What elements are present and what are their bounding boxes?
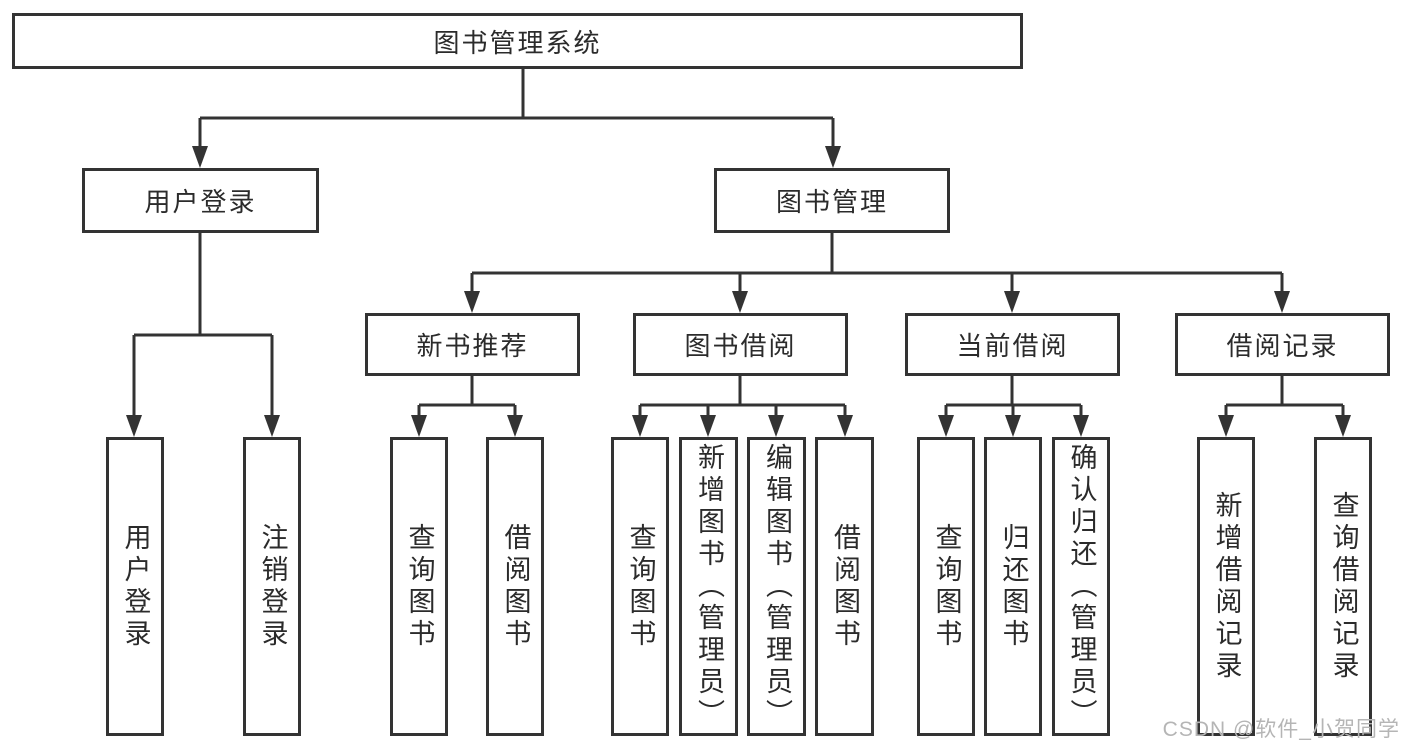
leaf-user-login-label: 用户登录 <box>120 522 151 651</box>
arrow-icon <box>732 291 748 313</box>
leaf-borrow-book-recommend-label: 借阅图书 <box>500 522 531 651</box>
node-book-borrow: 图书借阅 <box>633 313 848 376</box>
leaf-return-book: 归还图书 <box>984 437 1042 736</box>
arrow-icon <box>1218 415 1234 437</box>
arrow-icon <box>507 415 523 437</box>
leaf-return-book-label: 归还图书 <box>998 522 1029 651</box>
leaf-query-book-recommend: 查询图书 <box>390 437 448 736</box>
node-root: 图书管理系统 <box>12 13 1023 69</box>
arrow-icon <box>464 291 480 313</box>
leaf-add-book-admin: 新增图书（管理员） <box>679 437 738 736</box>
arrow-icon <box>264 415 280 437</box>
arrow-icon <box>700 415 716 437</box>
leaf-query-book-borrow-label: 查询图书 <box>625 522 656 651</box>
leaf-add-book-admin-label: 新增图书（管理员） <box>694 442 724 731</box>
leaf-query-book-recommend-label: 查询图书 <box>404 522 435 651</box>
arrow-icon <box>938 415 954 437</box>
leaf-user-login: 用户登录 <box>106 437 164 736</box>
leaf-edit-book-admin-label: 编辑图书（管理员） <box>762 442 792 731</box>
node-book-management-label: 图书管理 <box>775 187 888 217</box>
arrow-icon <box>1004 291 1020 313</box>
leaf-query-book-borrow: 查询图书 <box>611 437 669 736</box>
leaf-borrow-book: 借阅图书 <box>815 437 874 736</box>
node-user-login-label: 用户登录 <box>144 187 257 217</box>
arrow-icon <box>411 415 427 437</box>
connector-paths <box>132 68 1345 418</box>
node-book-management: 图书管理 <box>714 168 950 233</box>
leaf-query-book-current-label: 查询图书 <box>931 522 962 651</box>
leaf-logout-login: 注销登录 <box>243 437 301 736</box>
node-new-book-recommend: 新书推荐 <box>365 313 580 376</box>
leaf-edit-book-admin: 编辑图书（管理员） <box>747 437 806 736</box>
leaf-borrow-book-label: 借阅图书 <box>830 522 860 651</box>
leaf-query-borrow-record-label: 查询借阅记录 <box>1328 490 1359 683</box>
node-book-borrow-label: 图书借阅 <box>684 331 797 361</box>
leaf-query-book-current: 查询图书 <box>917 437 975 736</box>
node-borrow-records-label: 借阅记录 <box>1226 331 1339 361</box>
leaf-query-borrow-record: 查询借阅记录 <box>1314 437 1372 736</box>
arrow-icon <box>1274 291 1290 313</box>
arrow-icon <box>1073 415 1089 437</box>
node-borrow-records: 借阅记录 <box>1175 313 1390 376</box>
arrow-icon <box>837 415 853 437</box>
arrowheads <box>126 146 1351 437</box>
node-user-login: 用户登录 <box>82 168 319 233</box>
node-root-label: 图书管理系统 <box>433 27 602 58</box>
leaf-add-borrow-record-label: 新增借阅记录 <box>1211 490 1242 683</box>
arrow-icon <box>126 415 142 437</box>
arrow-icon <box>1005 415 1021 437</box>
node-new-book-recommend-label: 新书推荐 <box>416 331 529 361</box>
leaf-borrow-book-recommend: 借阅图书 <box>486 437 544 736</box>
watermark: CSDN @软件_小贺同学 <box>1162 718 1400 741</box>
node-current-borrow: 当前借阅 <box>905 313 1120 376</box>
arrow-icon <box>1335 415 1351 437</box>
arrow-icon <box>768 415 784 437</box>
leaf-logout-login-label: 注销登录 <box>257 522 288 651</box>
leaf-add-borrow-record: 新增借阅记录 <box>1197 437 1255 736</box>
arrow-icon <box>825 146 841 168</box>
arrow-icon <box>192 146 208 168</box>
arrow-icon <box>632 415 648 437</box>
leaf-confirm-return-admin: 确认归还（管理员） <box>1052 437 1110 736</box>
leaf-confirm-return-admin-label: 确认归还（管理员） <box>1066 442 1097 731</box>
node-current-borrow-label: 当前借阅 <box>956 331 1069 361</box>
